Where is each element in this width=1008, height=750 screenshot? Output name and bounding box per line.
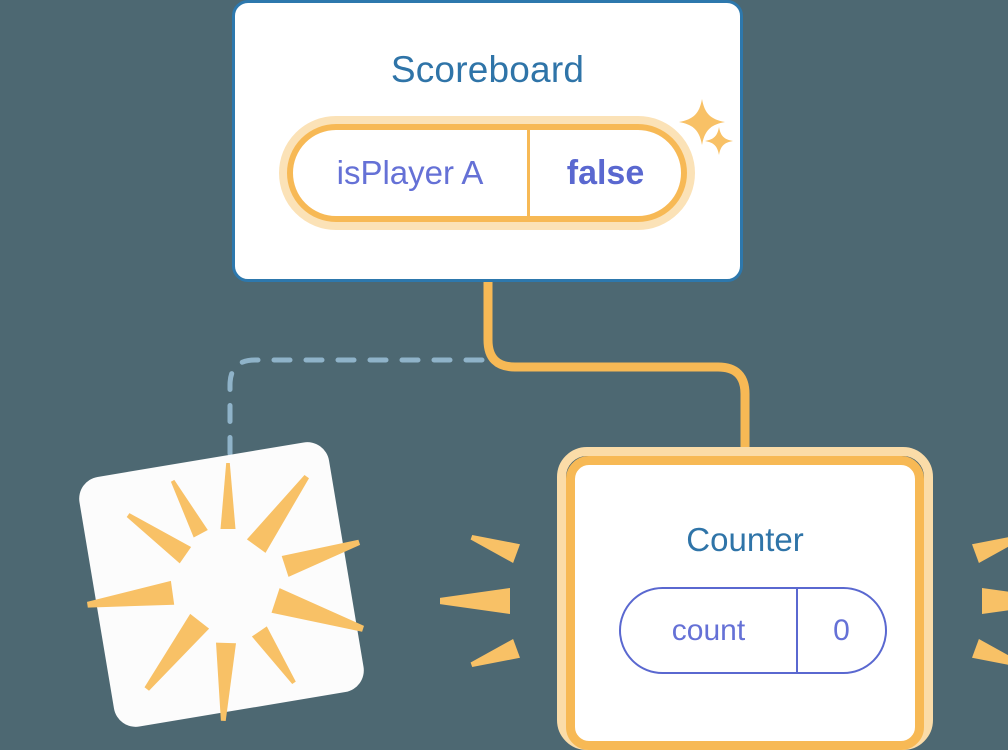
counter-card[interactable]: Counter count 0 xyxy=(566,456,924,750)
ghost-burst-ray-4 xyxy=(251,626,296,684)
ghost-burst-ray-6 xyxy=(144,613,210,691)
scoreboard-title: Scoreboard xyxy=(390,49,585,90)
ghost-burst-ray-1 xyxy=(246,475,309,553)
counter-pill-value: 0 xyxy=(833,613,850,647)
sparkle-small-icon xyxy=(705,127,733,155)
counter-ray-right-middle xyxy=(982,588,1008,614)
counter-title: Counter xyxy=(686,521,804,558)
ghost-burst-ray-9 xyxy=(170,479,208,538)
ghost-burst-ray-8 xyxy=(126,513,192,564)
counter-ray-left-middle xyxy=(440,588,510,614)
counter-state-pill[interactable]: count 0 xyxy=(619,587,887,674)
scoreboard-to-counter-connector xyxy=(483,282,750,456)
scoreboard-card[interactable]: Scoreboard isPlayer A false xyxy=(232,0,743,282)
ghost-burst-ray-2 xyxy=(281,539,361,577)
scoreboard-pill-glow xyxy=(279,116,695,230)
ghost-burst-ray-5 xyxy=(216,642,236,721)
ghost-burst-ray-7 xyxy=(87,580,175,608)
counter-pill-key: count xyxy=(621,589,798,672)
counter-ray-right-top xyxy=(972,537,1008,563)
counter-ray-right-bottom xyxy=(972,639,1008,665)
scoreboard-state-pill[interactable]: isPlayer A false xyxy=(287,124,687,222)
sparkle-large-icon xyxy=(679,99,725,145)
scoreboard-pill-key: isPlayer A xyxy=(293,130,530,216)
scoreboard-pill-value: false xyxy=(566,153,645,192)
ghost-burst-ray-3 xyxy=(271,588,364,632)
scoreboard-to-ghost-connector xyxy=(227,357,485,483)
ghost-burst-ray-0 xyxy=(220,463,236,529)
counter-ray-left-top xyxy=(470,535,520,563)
counter-ray-left-bottom xyxy=(470,639,520,667)
